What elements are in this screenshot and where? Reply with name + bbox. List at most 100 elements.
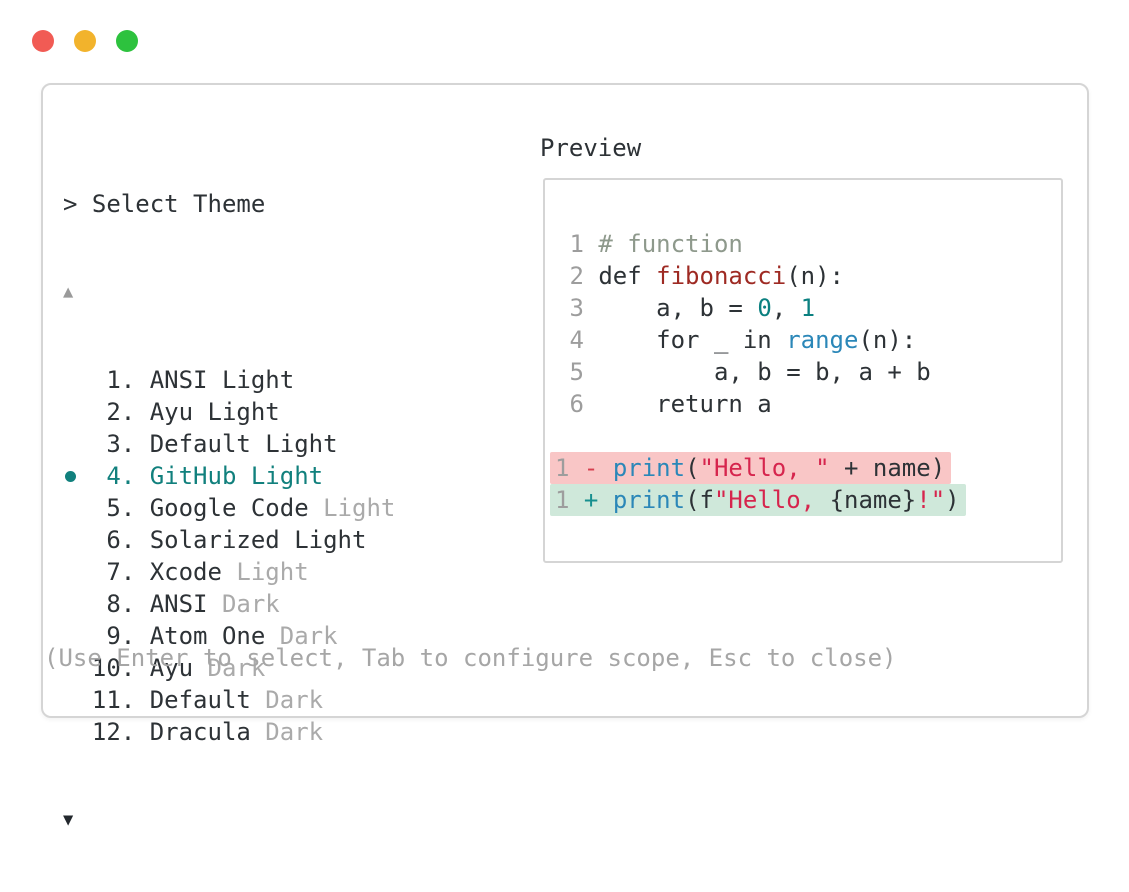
theme-name: GitHub Light xyxy=(149,462,324,490)
token-ln: 1 xyxy=(555,486,584,514)
theme-variant-dim: Dark xyxy=(250,686,324,714)
theme-list: 1. ANSI Light 2. Ayu Light 3. Default Li… xyxy=(63,364,395,748)
token-pl: a, b = xyxy=(598,294,758,322)
token-bi: print xyxy=(612,486,686,514)
theme-option-4[interactable]: 4. GitHub Light xyxy=(63,460,395,492)
theme-option-2[interactable]: 2. Ayu Light xyxy=(63,396,395,428)
diff-highlight: 1 + print(f"Hello, {name}!") xyxy=(550,484,966,516)
token-ln: 4 xyxy=(555,326,599,354)
token-pl: ( xyxy=(685,454,700,482)
token-pl: a, b = b, a + b xyxy=(598,358,931,386)
token-ln: 1 xyxy=(555,230,599,258)
code-line: 5 a, b = b, a + b xyxy=(555,356,966,388)
theme-variant-dim: Dark xyxy=(265,622,338,650)
token-pl: for _ in xyxy=(598,326,787,354)
theme-name: Default Light xyxy=(149,430,338,458)
token-st: "Hello, " xyxy=(699,454,830,482)
theme-number: 2. xyxy=(63,398,150,426)
token-bi: range xyxy=(786,326,859,354)
theme-variant-dim: Light xyxy=(221,558,309,586)
token-st: !" xyxy=(916,486,946,514)
theme-name: ANSI Light xyxy=(149,366,295,394)
code-line: 6 return a xyxy=(555,388,966,420)
theme-number: 3. xyxy=(63,430,150,458)
theme-option-3[interactable]: 3. Default Light xyxy=(63,428,395,460)
token-ln: 6 xyxy=(555,390,599,418)
theme-number: 9. xyxy=(63,622,150,650)
token-ln: 2 xyxy=(555,262,599,290)
theme-variant-dim: Dark xyxy=(193,654,266,682)
theme-option-8[interactable]: 8. ANSI Dark xyxy=(63,588,395,620)
theme-name: Default xyxy=(149,686,251,714)
theme-number: 7. xyxy=(63,558,150,586)
scroll-up-indicator[interactable]: ▲ xyxy=(63,282,74,302)
theme-list-column: > Select Theme ▲ 1. ANSI Light 2. Ayu Li… xyxy=(63,132,395,892)
code-sample: 1 # function 2 def fibonacci(n): 3 a, b … xyxy=(550,228,966,516)
code-line: 1 # function xyxy=(555,228,966,260)
theme-number: 4. xyxy=(63,462,150,490)
diff-line-removed: 1 - print("Hello, " + name) xyxy=(550,452,966,484)
code-line: 4 for _ in range(n): xyxy=(555,324,966,356)
theme-name: Solarized Light xyxy=(149,526,367,554)
token-ad: + xyxy=(583,486,613,514)
scroll-down-indicator[interactable]: ▼ xyxy=(63,810,74,830)
theme-name: Xcode xyxy=(149,558,222,586)
theme-option-1[interactable]: 1. ANSI Light xyxy=(63,364,395,396)
token-pl: ) xyxy=(945,486,960,514)
theme-name: Ayu Light xyxy=(149,398,280,426)
preview-pane: 1 # function 2 def fibonacci(n): 3 a, b … xyxy=(543,178,1063,563)
maximize-button[interactable] xyxy=(116,30,138,52)
theme-option-11[interactable]: 11. Default Dark xyxy=(63,684,395,716)
theme-name: Dracula xyxy=(149,718,251,746)
token-pl: {name} xyxy=(829,486,917,514)
theme-option-12[interactable]: 12. Dracula Dark xyxy=(63,716,395,748)
theme-number: 11. xyxy=(63,686,150,714)
token-bi: print xyxy=(612,454,686,482)
token-ln: 3 xyxy=(555,294,599,322)
window-controls xyxy=(32,30,138,52)
token-mi: - xyxy=(583,454,613,482)
code-line xyxy=(555,420,966,452)
token-ln: 5 xyxy=(555,358,599,386)
token-nm: 0 xyxy=(757,294,772,322)
token-pl: + name) xyxy=(829,454,946,482)
preview-heading: Preview xyxy=(540,134,642,162)
token-ln: 1 xyxy=(555,454,584,482)
token-st: "Hello, xyxy=(713,486,830,514)
token-pl: (n): xyxy=(786,262,844,290)
token-pl: def xyxy=(598,262,657,290)
theme-name: Ayu xyxy=(149,654,194,682)
diff-highlight: 1 - print("Hello, " + name) xyxy=(550,452,952,484)
selected-indicator-dot xyxy=(65,471,76,482)
token-nm: 1 xyxy=(800,294,816,322)
code-line: 2 def fibonacci(n): xyxy=(555,260,966,292)
theme-number: 5. xyxy=(63,494,150,522)
token-pl: , xyxy=(771,294,801,322)
theme-variant-dim: Dark xyxy=(207,590,280,618)
theme-name: Atom One xyxy=(149,622,266,650)
theme-variant-dim: Dark xyxy=(250,718,324,746)
token-com: # function xyxy=(598,230,743,258)
theme-number: 12. xyxy=(63,718,150,746)
help-text: (Use Enter to select, Tab to configure s… xyxy=(44,644,897,672)
theme-variant-dim: Light xyxy=(308,494,396,522)
theme-option-9[interactable]: 9. Atom One Dark xyxy=(63,620,395,652)
theme-name: Google Code xyxy=(149,494,309,522)
diff-line-added: 1 + print(f"Hello, {name}!") xyxy=(550,484,966,516)
token-fn: fibonacci xyxy=(656,262,787,290)
theme-number: 1. xyxy=(63,366,150,394)
theme-picker-dialog: > Select Theme ▲ 1. ANSI Light 2. Ayu Li… xyxy=(41,83,1089,830)
theme-option-10[interactable]: 10. Ayu Dark xyxy=(63,652,395,684)
token-pl: (n): xyxy=(858,326,917,354)
minimize-button[interactable] xyxy=(74,30,96,52)
token-pl: return a xyxy=(598,390,772,418)
token-pl: (f xyxy=(685,486,714,514)
theme-name: ANSI xyxy=(149,590,208,618)
code-line: 3 a, b = 0, 1 xyxy=(555,292,966,324)
prompt-line: > Select Theme xyxy=(63,190,266,218)
theme-number: 8. xyxy=(63,590,150,618)
close-button[interactable] xyxy=(32,30,54,52)
theme-option-5[interactable]: 5. Google Code Light xyxy=(63,492,395,524)
theme-option-7[interactable]: 7. Xcode Light xyxy=(63,556,395,588)
theme-option-6[interactable]: 6. Solarized Light xyxy=(63,524,395,556)
